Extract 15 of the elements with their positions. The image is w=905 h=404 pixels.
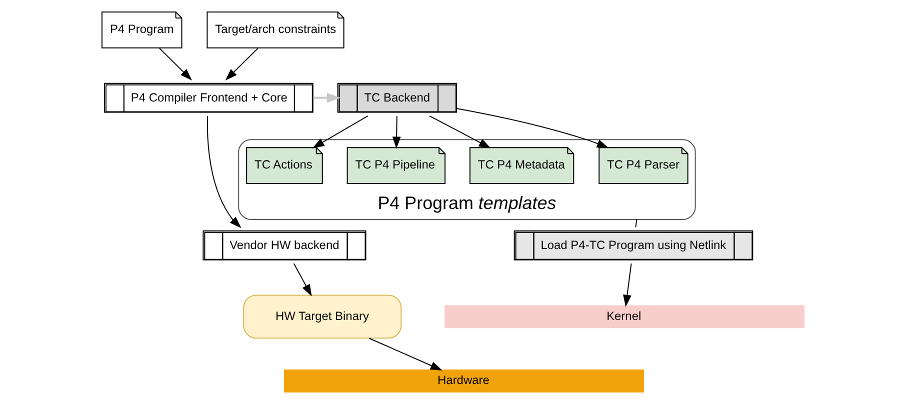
arrow xyxy=(392,116,400,149)
arrow xyxy=(206,115,241,228)
arrow xyxy=(428,115,490,148)
node-box: HW Target Binary xyxy=(242,294,402,339)
arrow xyxy=(292,263,312,296)
arrow xyxy=(312,115,368,148)
node-box: Hardware xyxy=(283,370,644,392)
connector xyxy=(634,218,637,228)
arrow xyxy=(622,263,632,307)
node-box: Kernel xyxy=(444,305,804,328)
arrow xyxy=(312,92,340,103)
arrow xyxy=(224,48,258,80)
arrow xyxy=(158,48,192,80)
arrow xyxy=(368,338,442,371)
arrow xyxy=(456,108,608,148)
